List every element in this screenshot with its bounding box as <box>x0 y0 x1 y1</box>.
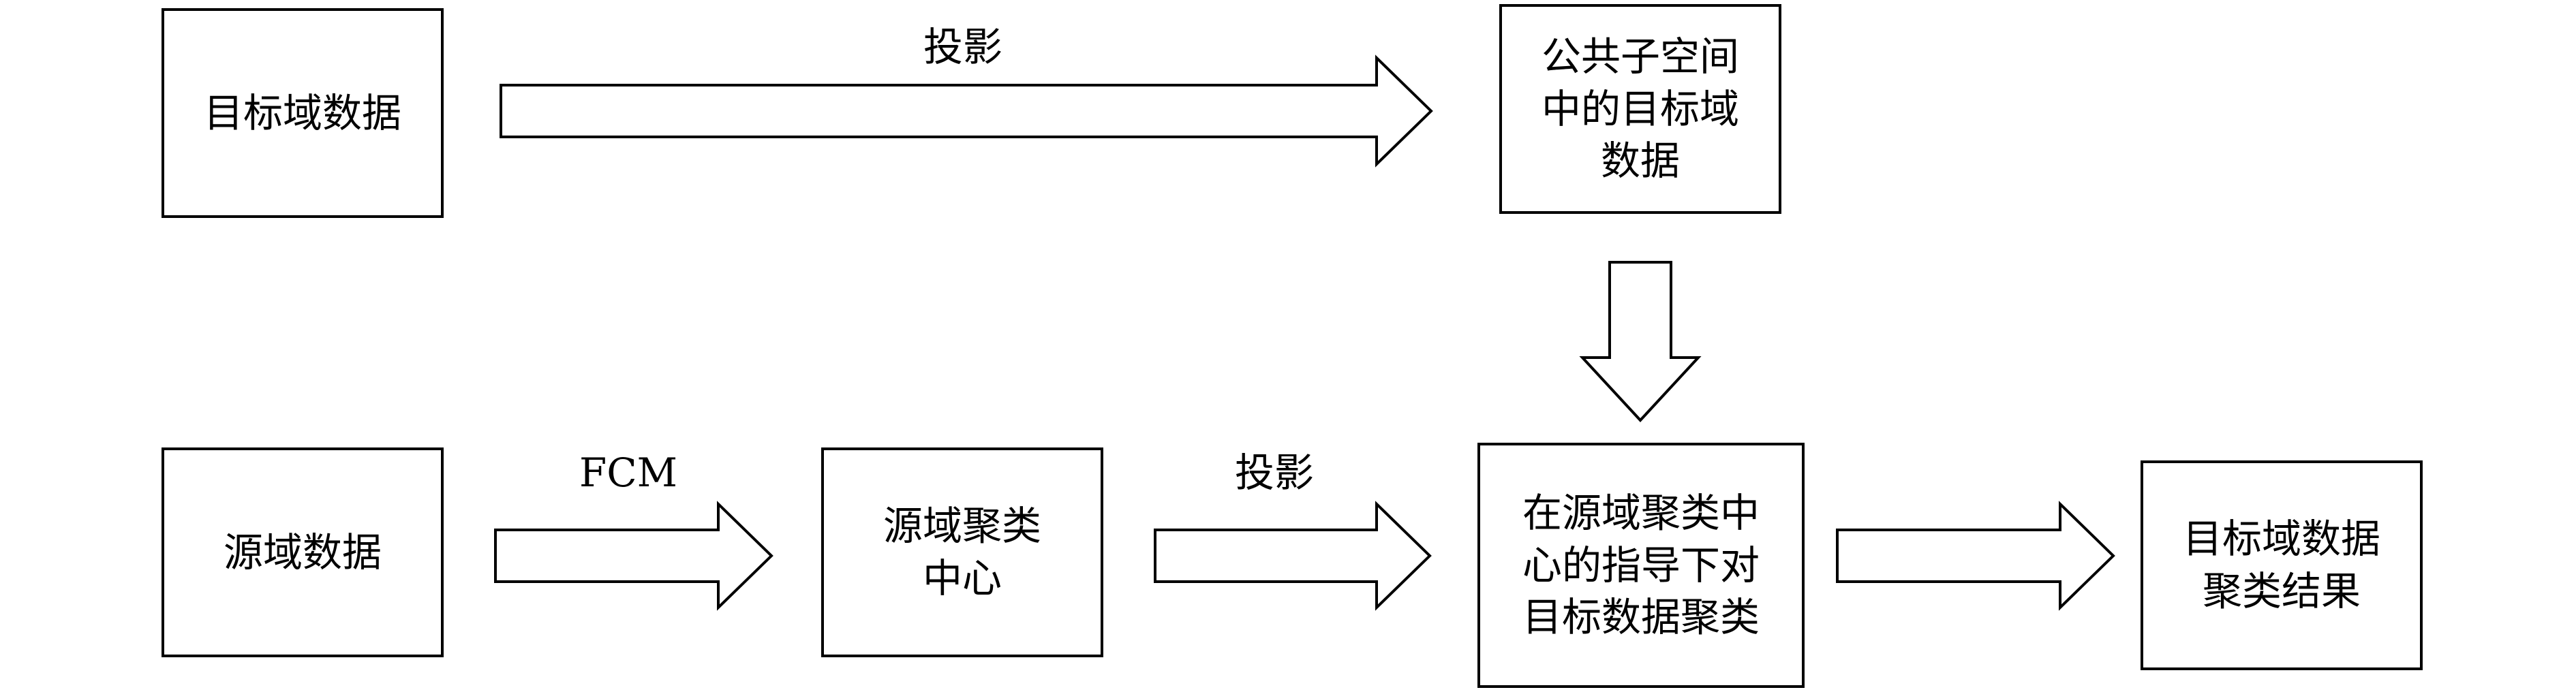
arrow-subspace-to-guided <box>1579 261 1702 422</box>
node-line: 中心 <box>922 555 1002 601</box>
node-source-cluster-centers: 源域聚类 中心 <box>821 447 1103 657</box>
node-line: 数据 <box>1600 138 1680 185</box>
node-line: 目标域数据 <box>2182 516 2380 563</box>
arrow-centers-to-guided <box>1154 501 1432 611</box>
node-guided-target-clustering: 在源域聚类中 心的指导下对 目标数据聚类 <box>1477 443 1805 688</box>
node-common-subspace-target-data: 公共子空间 中的目标域 数据 <box>1499 4 1781 214</box>
node-line: 聚类结果 <box>2202 568 2361 614</box>
node-target-clustering-result: 目标域数据 聚类结果 <box>2141 460 2423 670</box>
node-line: 在源域聚类中 <box>1522 490 1760 537</box>
node-line: 目标域数据 <box>203 89 401 136</box>
node-line: 中的目标域 <box>1541 85 1739 132</box>
node-source-domain-data: 源域数据 <box>162 447 444 657</box>
label-projection-top: 投影 <box>923 24 1003 70</box>
arrow-source-to-centers <box>494 501 773 611</box>
node-line: 心的指导下对 <box>1522 541 1760 588</box>
node-line: 源域聚类 <box>883 503 1041 550</box>
node-line: 源域数据 <box>223 529 382 576</box>
arrow-target-to-subspace <box>500 54 1433 168</box>
node-line: 公共子空间 <box>1541 33 1739 80</box>
node-target-domain-data: 目标域数据 <box>162 8 444 218</box>
arrow-guided-to-result <box>1836 501 2115 611</box>
node-line: 目标数据聚类 <box>1522 594 1760 641</box>
label-fcm: FCM <box>579 450 678 496</box>
label-projection-bottom: 投影 <box>1235 450 1315 496</box>
